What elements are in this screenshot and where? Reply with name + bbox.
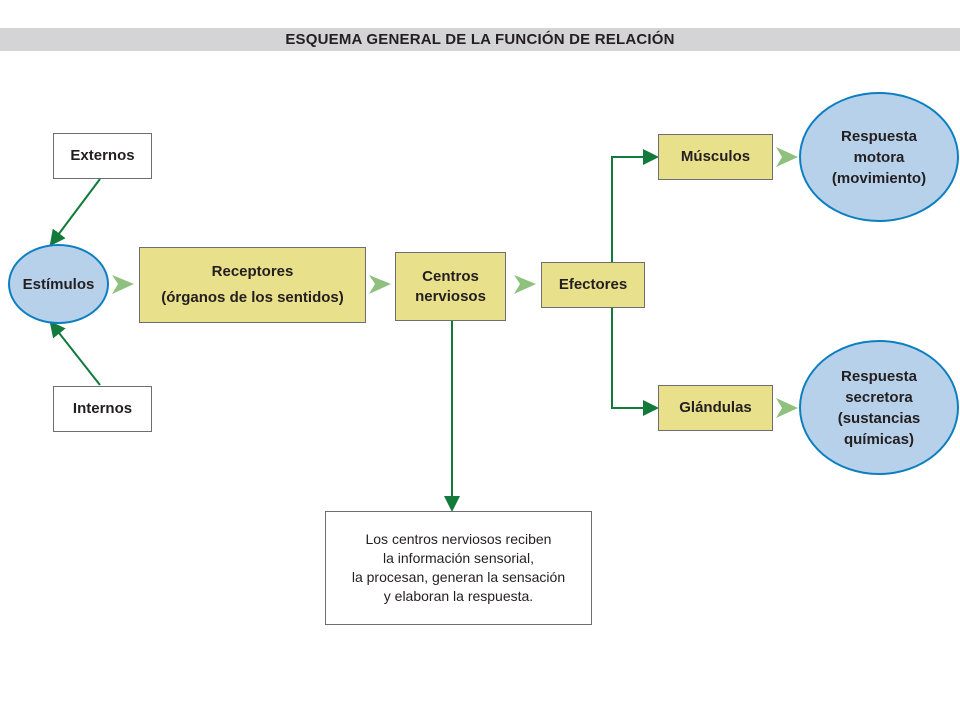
chevron-centros-to-efectores (514, 275, 536, 294)
respuesta-motora-ellipse: Respuesta motora (movimiento) (799, 92, 959, 222)
efectores-label: Efectores (558, 276, 628, 293)
chevron-musculos-to-respuesta (776, 147, 798, 167)
respuesta-motora-label: Respuesta motora (movimiento) (831, 127, 927, 187)
diagram-title: ESQUEMA GENERAL DE LA FUNCIÓN DE RELACIÓ… (285, 31, 675, 48)
title-bar: ESQUEMA GENERAL DE LA FUNCIÓN DE RELACIÓ… (0, 28, 960, 51)
centros-nerviosos-label: Centros nerviosos (415, 267, 486, 305)
arrow-efectores-to-glandulas (611, 308, 659, 416)
centros-nerviosos-box: Centros nerviosos (395, 252, 506, 321)
glandulas-box: Glándulas (658, 385, 773, 431)
receptores-box: Receptores (órganos de los sentidos) (139, 247, 366, 323)
estimulos-ellipse: Estímulos (8, 244, 109, 324)
chevron-receptores-to-centros (369, 275, 391, 294)
externos-label: Externos (70, 147, 135, 164)
chevron-estimulos-to-receptores (112, 275, 134, 294)
estimulos-label: Estímulos (22, 275, 95, 293)
glandulas-label: Glándulas (679, 399, 752, 416)
musculos-label: Músculos (680, 148, 751, 165)
chevron-glandulas-to-respuesta (776, 398, 798, 418)
efectores-box: Efectores (541, 262, 645, 308)
musculos-box: Músculos (658, 134, 773, 180)
internos-box: Internos (53, 386, 152, 432)
centros-description-note: Los centros nerviosos reciben la informa… (325, 511, 592, 625)
arrow-externos-to-estimulos (49, 178, 101, 247)
externos-box: Externos (53, 133, 152, 179)
arrow-internos-to-estimulos (49, 320, 101, 386)
respuesta-secretora-label: Respuesta secretora (sustancias químicas… (837, 367, 921, 448)
arrow-efectores-to-musculos (611, 149, 659, 262)
internos-label: Internos (72, 400, 133, 417)
centros-description-text: Los centros nerviosos reciben la informa… (351, 531, 566, 604)
receptores-label: Receptores (órganos de los sentidos) (161, 263, 344, 306)
respuesta-secretora-ellipse: Respuesta secretora (sustancias químicas… (799, 340, 959, 475)
